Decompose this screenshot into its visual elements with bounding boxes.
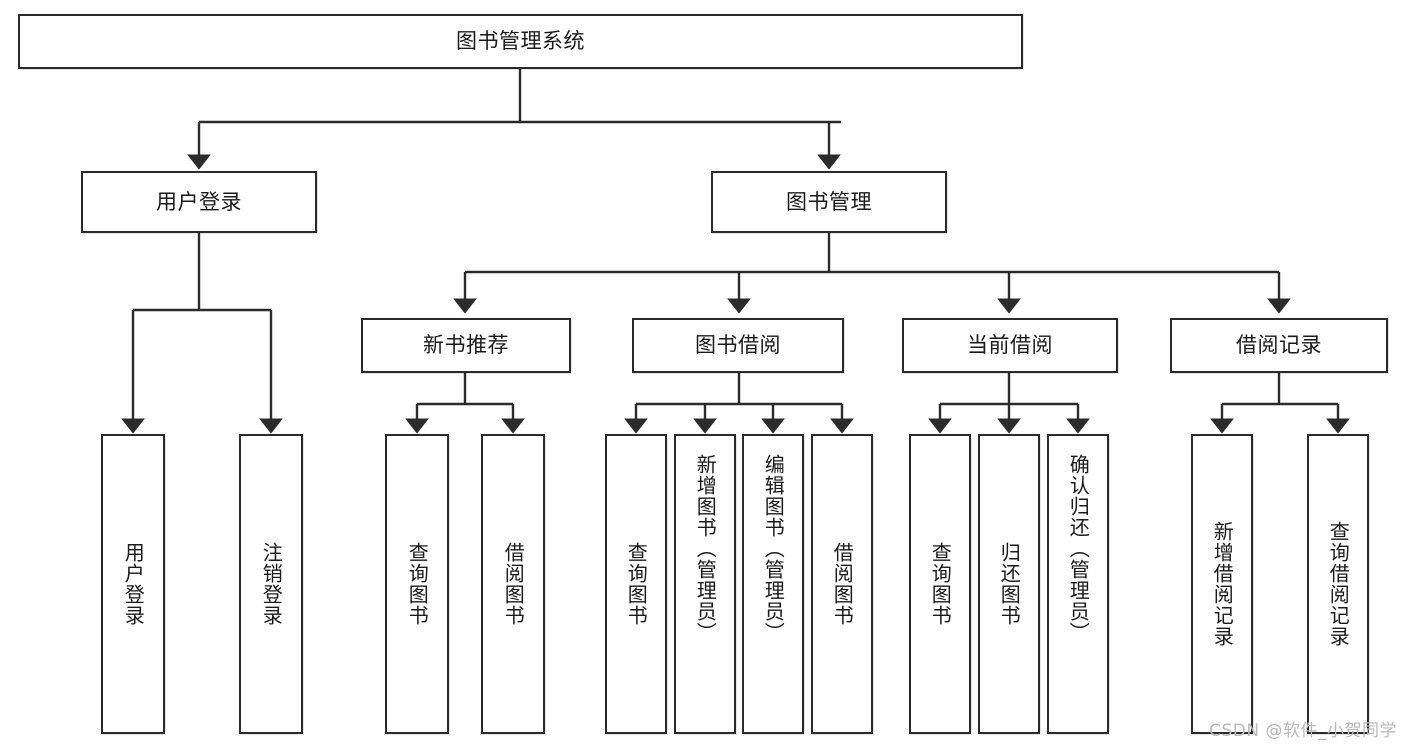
node-leaf-user-login[interactable]: 用户登录 bbox=[101, 434, 165, 734]
node-leaf-query-record-label: 查询借阅记录 bbox=[1326, 521, 1351, 647]
node-book-borrow-label: 图书借阅 bbox=[695, 333, 781, 358]
node-root[interactable]: 图书管理系统 bbox=[18, 14, 1023, 69]
node-user-login-label: 用户登录 bbox=[156, 189, 242, 214]
node-leaf-borrow-book-2-label: 借阅图书 bbox=[830, 542, 855, 626]
node-new-book-recommend[interactable]: 新书推荐 bbox=[361, 318, 571, 373]
node-book-management-label: 图书管理 bbox=[786, 189, 872, 214]
node-leaf-edit-book[interactable]: 编辑图书（管理员） bbox=[742, 434, 804, 734]
node-book-borrow[interactable]: 图书借阅 bbox=[632, 318, 844, 373]
node-leaf-return-book[interactable]: 归还图书 bbox=[978, 434, 1040, 734]
node-user-login[interactable]: 用户登录 bbox=[81, 171, 317, 233]
node-leaf-borrow-book-2[interactable]: 借阅图书 bbox=[811, 434, 873, 734]
node-current-borrow[interactable]: 当前借阅 bbox=[902, 318, 1118, 373]
node-leaf-query-book-2-label: 查询图书 bbox=[624, 542, 649, 626]
node-leaf-query-book-3-label: 查询图书 bbox=[928, 542, 953, 626]
node-book-management[interactable]: 图书管理 bbox=[711, 171, 947, 233]
node-leaf-confirm-return-label: 确认归还（管理员） bbox=[1066, 454, 1091, 643]
node-new-book-recommend-label: 新书推荐 bbox=[423, 333, 509, 358]
node-leaf-add-record-label: 新增借阅记录 bbox=[1210, 521, 1235, 647]
node-leaf-query-book-1[interactable]: 查询图书 bbox=[385, 434, 449, 734]
node-leaf-query-book-3[interactable]: 查询图书 bbox=[909, 434, 971, 734]
node-leaf-add-record[interactable]: 新增借阅记录 bbox=[1191, 434, 1253, 734]
node-leaf-query-book-2[interactable]: 查询图书 bbox=[605, 434, 667, 734]
node-leaf-logout[interactable]: 注销登录 bbox=[239, 434, 303, 734]
node-leaf-borrow-book-1-label: 借阅图书 bbox=[501, 542, 526, 626]
node-leaf-query-book-1-label: 查询图书 bbox=[405, 542, 430, 626]
node-root-label: 图书管理系统 bbox=[456, 29, 585, 54]
node-leaf-add-book-label: 新增图书（管理员） bbox=[693, 454, 718, 643]
node-borrow-record-label: 借阅记录 bbox=[1236, 333, 1322, 358]
node-leaf-borrow-book-1[interactable]: 借阅图书 bbox=[481, 434, 545, 734]
node-leaf-user-login-label: 用户登录 bbox=[121, 542, 146, 626]
node-leaf-logout-label: 注销登录 bbox=[259, 542, 284, 626]
node-leaf-confirm-return[interactable]: 确认归还（管理员） bbox=[1047, 434, 1109, 734]
node-leaf-return-book-label: 归还图书 bbox=[997, 542, 1022, 626]
node-leaf-add-book[interactable]: 新增图书（管理员） bbox=[674, 434, 736, 734]
node-leaf-edit-book-label: 编辑图书（管理员） bbox=[761, 454, 786, 643]
node-borrow-record[interactable]: 借阅记录 bbox=[1170, 318, 1388, 373]
node-leaf-query-record[interactable]: 查询借阅记录 bbox=[1307, 434, 1369, 734]
watermark-text: CSDN @软件_小贺同学 bbox=[1209, 721, 1397, 741]
node-current-borrow-label: 当前借阅 bbox=[967, 333, 1053, 358]
